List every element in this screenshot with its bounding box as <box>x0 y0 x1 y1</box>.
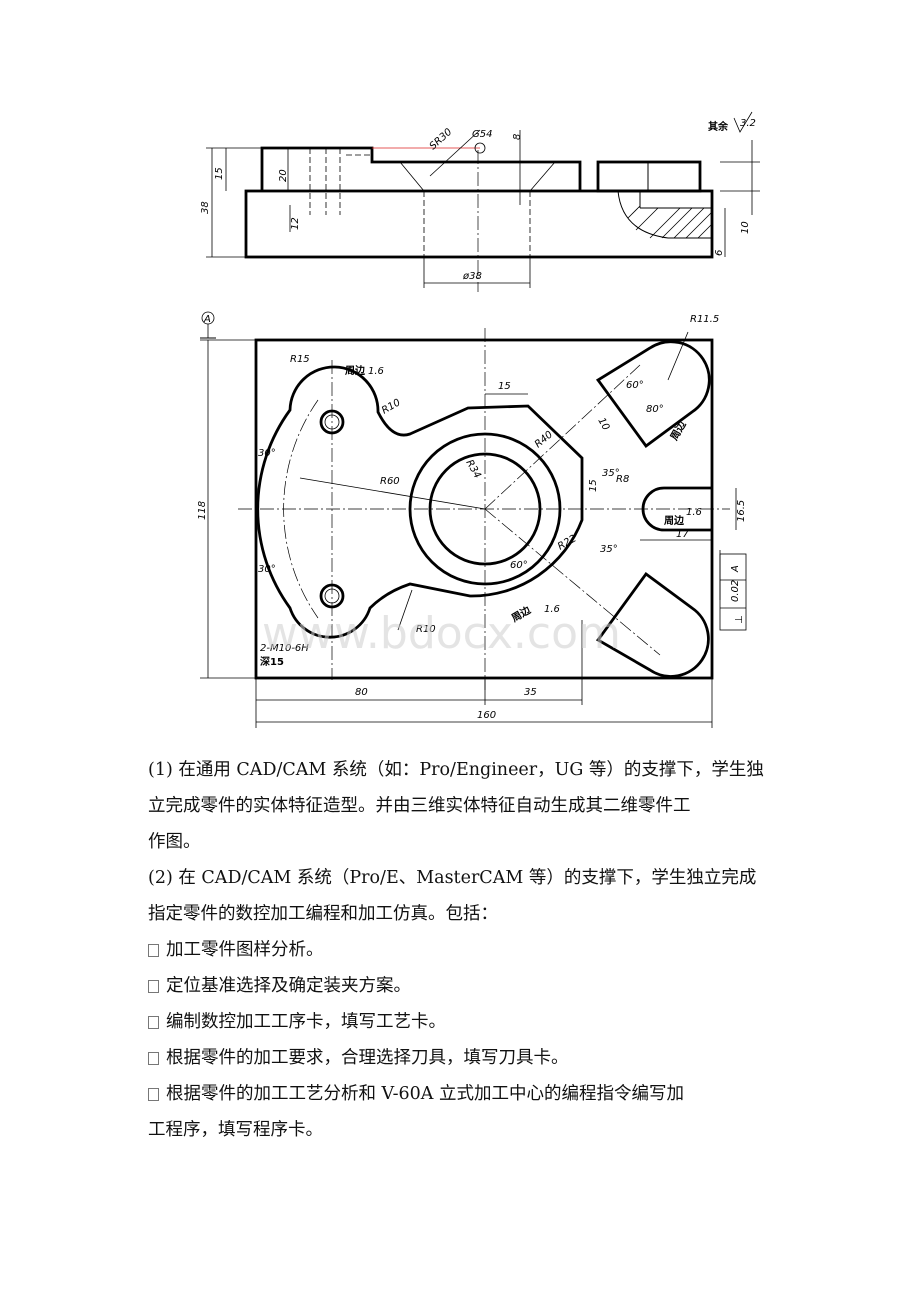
r60-label: R60 <box>380 476 400 487</box>
watermark: www.bdocx.com <box>262 608 621 659</box>
rough-slot: 1.6 <box>686 507 702 518</box>
dim-38: 38 <box>200 201 211 214</box>
roughness-value: 3.2 <box>740 118 756 129</box>
bore-dim: ø38 <box>462 271 482 282</box>
checkbox-icon <box>148 1051 159 1065</box>
tap-depth: 深15 <box>260 655 284 668</box>
engineering-drawing: G54 SR30 8 15 20 38 12 6 10 ø38 其余 3.2 <box>197 111 760 728</box>
paragraph-2-line-1: (2) 在 CAD/CAM 系统（Pro/E、MasterCAM 等）的支撑下，… <box>148 868 757 888</box>
angle-30-bottom: 30° <box>258 564 276 575</box>
document-body: (1) 在通用 CAD/CAM 系统（如：Pro/Engineer，UG 等）的… <box>148 752 788 1148</box>
rough-bottom: 1.6 <box>544 604 560 615</box>
angle-60-top: 60° <box>626 380 644 391</box>
r10-bottom: R10 <box>416 624 436 635</box>
list-item-text: 根据零件的加工要求，合理选择刀具，填写刀具卡。 <box>166 1048 569 1068</box>
dim-15-top: 15 <box>498 381 511 392</box>
dim-17: 17 <box>676 529 689 540</box>
checkbox-icon <box>148 979 159 993</box>
edge-label-top: 周边 <box>345 364 366 377</box>
roughness-note: 其余 <box>708 120 729 133</box>
dim-16-5: 16.5 <box>736 500 747 522</box>
tap-note: 2-M10-6H <box>260 643 309 654</box>
tol-datum: A <box>730 565 741 573</box>
edge-label-upper-right: 周边 <box>667 418 689 443</box>
g54-label: G54 <box>472 129 492 140</box>
dim-12: 12 <box>290 217 301 230</box>
checkbox-icon <box>148 943 159 957</box>
checkbox-icon <box>148 1087 159 1101</box>
list-item-text: 加工零件图样分析。 <box>166 940 324 960</box>
angle-35-top: 35° <box>602 468 620 479</box>
list-item: 根据零件的加工要求，合理选择刀具，填写刀具卡。 <box>148 1040 788 1076</box>
dim-10-slot: 10 <box>595 416 611 433</box>
dim-15: 15 <box>214 167 225 180</box>
dim-35: 35 <box>524 687 537 698</box>
dim-20: 20 <box>278 169 289 182</box>
dim-118: 118 <box>197 501 208 520</box>
paragraph-1-line-2: 立完成零件的实体特征造型。并由三维实体特征自动生成其二维零件工 <box>148 796 691 816</box>
list-item-text: 根据零件的加工工艺分析和 V-60A 立式加工中心的编程指令编写加 <box>166 1084 684 1104</box>
list-item-text: 定位基准选择及确定装夹方案。 <box>166 976 411 996</box>
list-item-continuation: 工程序，填写程序卡。 <box>148 1120 323 1140</box>
dim-160: 160 <box>477 710 496 721</box>
paragraph-2-line-2: 指定零件的数控加工编程和加工仿真。包括： <box>148 904 498 924</box>
dim-15-right: 15 <box>588 479 599 492</box>
list-item: 加工零件图样分析。 <box>148 932 788 968</box>
angle-80: 80° <box>646 404 664 415</box>
list-item: 编制数控加工工序卡，填写工艺卡。 <box>148 1004 788 1040</box>
angle-30-top: 30° <box>258 448 276 459</box>
tol-symbol: ⊥ <box>734 615 745 624</box>
list-item: 定位基准选择及确定装夹方案。 <box>148 968 788 1004</box>
checkbox-icon <box>148 1015 159 1029</box>
paragraph-1-line-3: 作图。 <box>148 832 201 852</box>
dim-80: 80 <box>355 687 368 698</box>
dim-8: 8 <box>512 134 523 140</box>
edge-label-slot: 周边 <box>664 514 685 527</box>
list-item-text: 编制数控加工工序卡，填写工艺卡。 <box>166 1012 446 1032</box>
tol-flatness: 0.02 <box>730 580 741 602</box>
dim-6: 6 <box>714 250 725 256</box>
rough-top: 1.6 <box>368 366 384 377</box>
section-view: G54 SR30 8 15 20 38 12 6 10 ø38 其余 3.2 <box>200 111 760 292</box>
r11-5-label: R11.5 <box>690 314 719 325</box>
r8-label: R8 <box>616 474 629 485</box>
list-item: 根据零件的加工工艺分析和 V-60A 立式加工中心的编程指令编写加 <box>148 1076 788 1112</box>
angle-60-center: 60° <box>510 560 528 571</box>
dim-10: 10 <box>740 221 751 234</box>
r10-top: R10 <box>380 397 403 416</box>
r34-label: R34 <box>463 458 482 481</box>
plan-view: A R15 周边 1.6 R10 15 R60 R40 R34 R22 R11.… <box>197 311 747 728</box>
r15-top: R15 <box>290 354 310 365</box>
angle-35-bottom: 35° <box>600 544 618 555</box>
paragraph-1-line-1: (1) 在通用 CAD/CAM 系统（如：Pro/Engineer，UG 等）的… <box>148 760 764 780</box>
datum-label: A <box>203 314 211 325</box>
